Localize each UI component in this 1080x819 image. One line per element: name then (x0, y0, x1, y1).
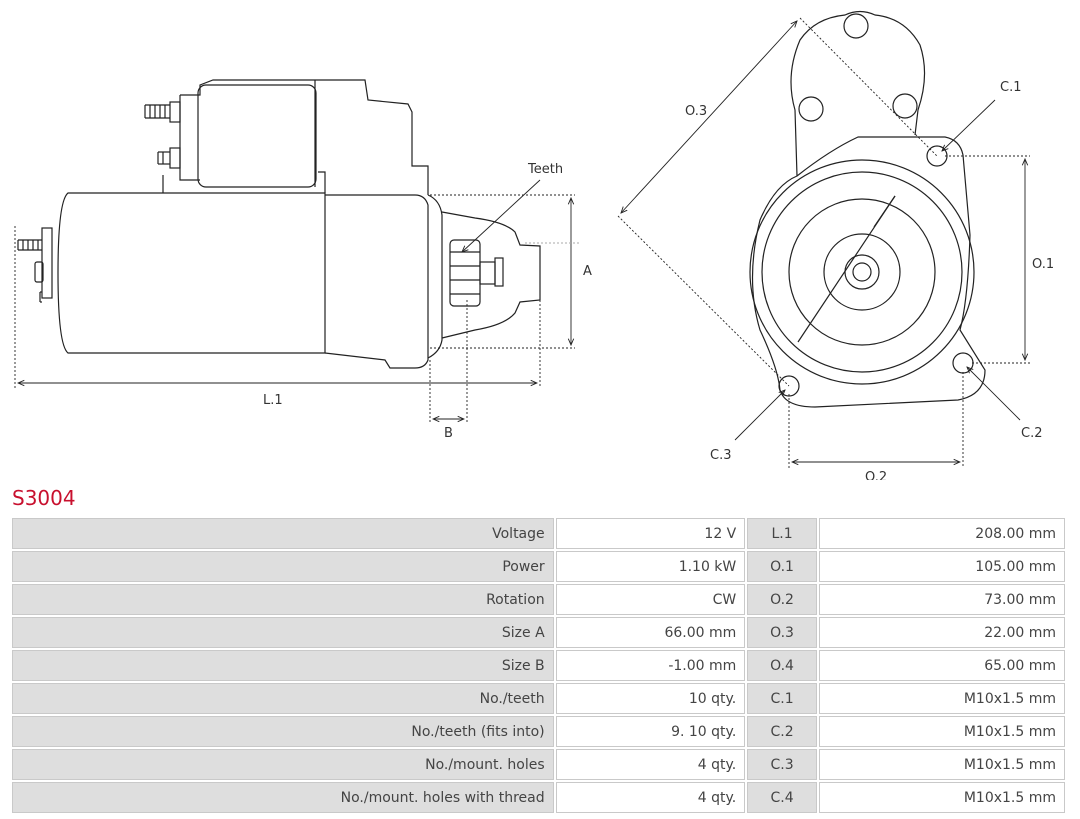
spec-label: No./mount. holes (12, 749, 554, 780)
spec-value: 4 qty. (555, 782, 746, 813)
dimension-label: C.1 (747, 683, 817, 714)
dimension-label: C.3 (747, 749, 817, 780)
side-view-dimensions (14, 179, 580, 424)
spec-value: 1.10 kW (555, 551, 746, 582)
starter-front-view (749, 10, 986, 408)
spec-label: Power (12, 551, 554, 582)
dimension-value: 105.00 mm (818, 551, 1065, 582)
spec-label: Voltage (12, 518, 554, 549)
dimension-value: 22.00 mm (818, 617, 1065, 648)
front-view-dimensions (617, 17, 1030, 468)
label-l1: L.1 (263, 393, 283, 408)
dimension-value: 208.00 mm (818, 518, 1065, 549)
part-code: S3004 (12, 486, 76, 510)
spec-value: 12 V (555, 518, 746, 549)
dimension-value: M10x1.5 mm (818, 683, 1065, 714)
spec-value: 10 qty. (555, 683, 746, 714)
label-c1: C.1 (1000, 80, 1021, 95)
dimension-value: 65.00 mm (818, 650, 1065, 681)
dimension-label: O.1 (747, 551, 817, 582)
dimension-label: C.2 (747, 716, 817, 747)
label-o2: O.2 (865, 470, 887, 480)
dimension-label: O.3 (747, 617, 817, 648)
label-c2: C.2 (1021, 426, 1042, 441)
spec-label: No./mount. holes with thread (12, 782, 554, 813)
spec-label: No./teeth (12, 683, 554, 714)
spec-value: CW (555, 584, 746, 615)
dimension-value: 73.00 mm (818, 584, 1065, 615)
spec-value: -1.00 mm (555, 650, 746, 681)
starter-side-view (17, 79, 541, 369)
label-teeth: Teeth (527, 162, 563, 177)
dimension-label: L.1 (747, 518, 817, 549)
technical-drawing: Teeth A L.1 B O.3 C.1 O.1 C.2 C.3 O.2 (14, 10, 1054, 480)
label-o1: O.1 (1032, 257, 1054, 272)
dimension-value: M10x1.5 mm (818, 749, 1065, 780)
dimension-label: C.4 (747, 782, 817, 813)
spec-value: 66.00 mm (555, 617, 746, 648)
spec-label: Size B (12, 650, 554, 681)
spec-label: Rotation (12, 584, 554, 615)
dimension-value: M10x1.5 mm (818, 716, 1065, 747)
spec-value: 4 qty. (555, 749, 746, 780)
dimension-label: O.2 (747, 584, 817, 615)
dimension-label: O.4 (747, 650, 817, 681)
label-c3: C.3 (710, 448, 731, 463)
label-o3: O.3 (685, 104, 707, 119)
label-b: B (444, 426, 453, 441)
spec-label: No./teeth (fits into) (12, 716, 554, 747)
label-a: A (583, 264, 592, 279)
spec-label: Size A (12, 617, 554, 648)
spec-value: 9. 10 qty. (555, 716, 746, 747)
dimension-value: M10x1.5 mm (818, 782, 1065, 813)
